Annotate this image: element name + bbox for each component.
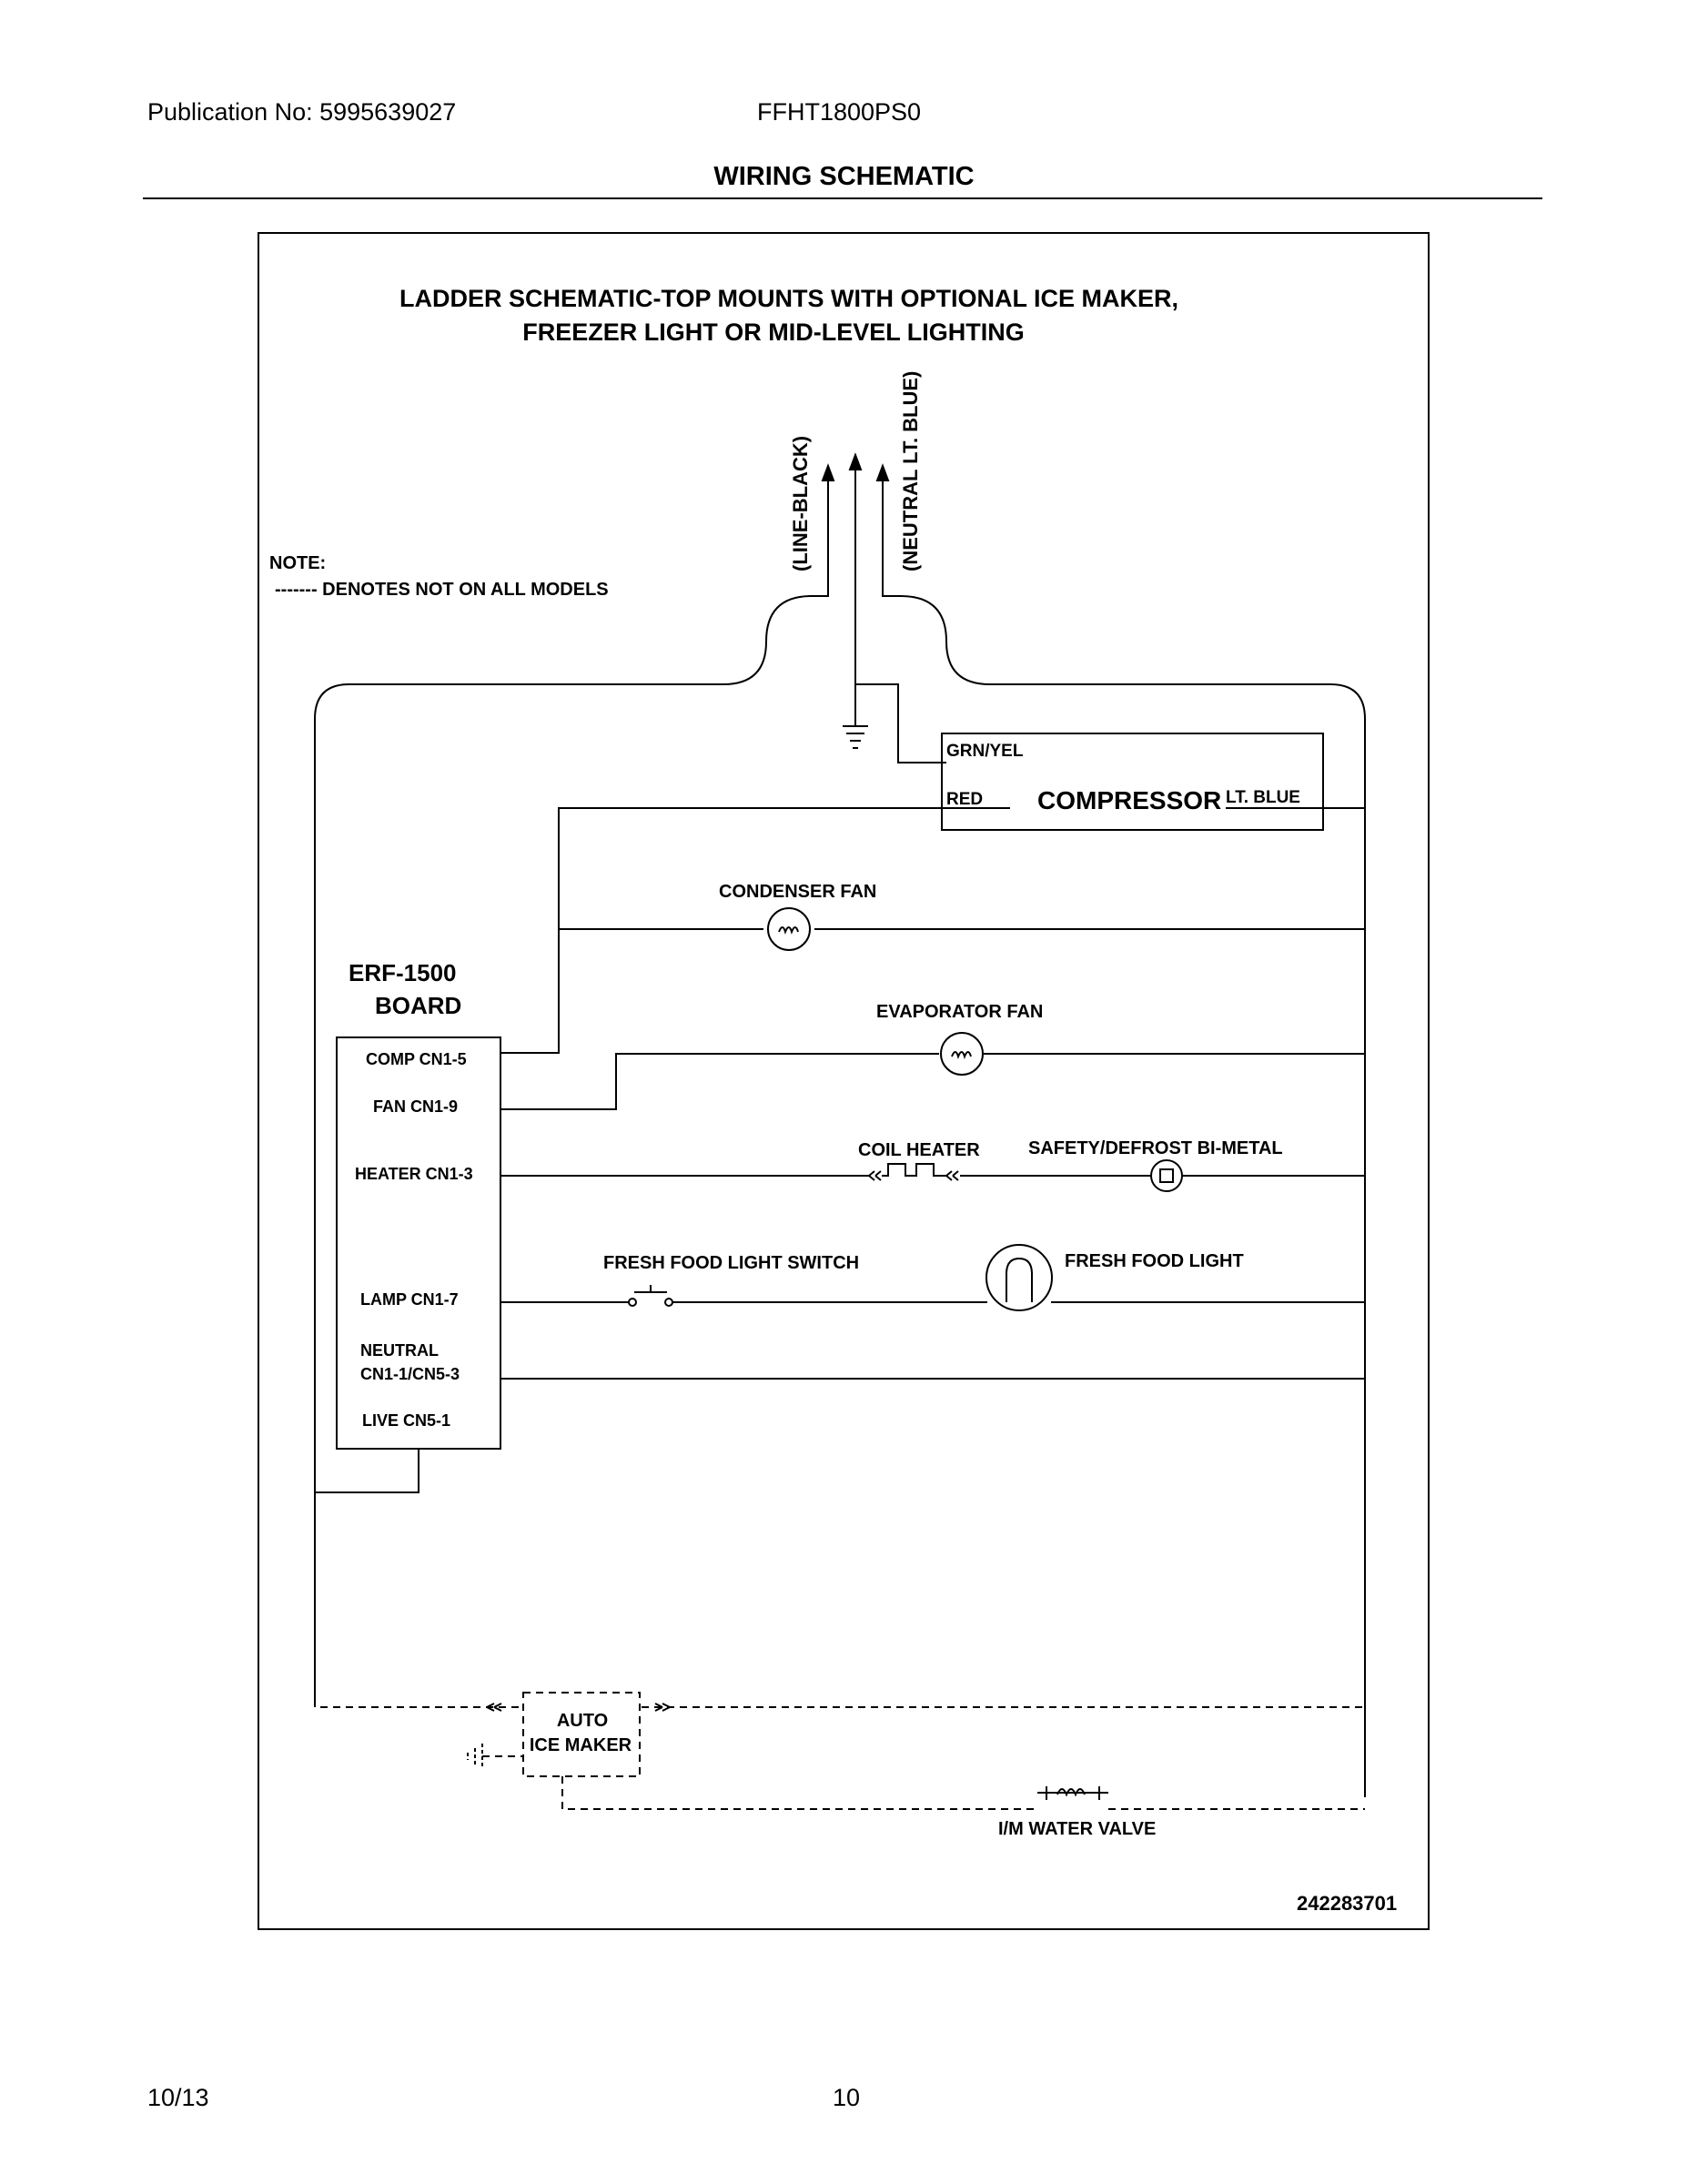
fresh-food-light-symbol <box>986 1244 1053 1311</box>
live-wire <box>315 1449 419 1493</box>
red-label: RED <box>946 790 983 809</box>
light-switch-symbol <box>628 1298 637 1307</box>
grn-yel-label: GRN/YEL <box>946 742 1024 761</box>
page-title: WIRING SCHEMATIC <box>713 162 975 191</box>
grn-yel-wire <box>855 683 946 763</box>
board-name-line2: BOARD <box>375 992 461 1019</box>
pin-lamp: LAMP CN1-7 <box>360 1290 459 1309</box>
note-label: NOTE: <box>269 553 326 573</box>
pin-heater: HEATER CN1-3 <box>355 1165 473 1183</box>
note-text: ------- DENOTES NOT ON ALL MODELS <box>275 580 609 600</box>
ice-maker-box <box>522 1692 641 1777</box>
diagram-heading-line2: FREEZER LIGHT OR MID-LEVEL LIGHTING <box>522 318 1025 346</box>
condenser-fan-symbol <box>767 907 811 951</box>
water-valve-label: I/M WATER VALVE <box>998 1819 1156 1839</box>
bimetal-symbol <box>1150 1159 1183 1192</box>
evaporator-fan-symbol <box>940 1032 984 1076</box>
part-number: 242283701 <box>1297 1892 1397 1915</box>
comp-wire <box>500 807 946 1054</box>
supply-arrows <box>821 452 890 481</box>
line-black-label: (LINE-BLACK) <box>789 436 812 571</box>
pin-comp: COMP CN1-5 <box>366 1050 467 1068</box>
compressor-label: COMPRESSOR <box>1037 786 1221 814</box>
coil-heater-symbol <box>882 1163 946 1177</box>
light-switch-label: FRESH FOOD LIGHT SWITCH <box>603 1253 859 1273</box>
coil-heater-label: COIL HEATER <box>858 1140 980 1160</box>
compressor-box <box>941 733 1324 831</box>
water-valve-wire-left <box>561 1776 1037 1810</box>
ice-maker-label-line1: AUTO <box>557 1711 608 1731</box>
ground-symbol <box>843 725 868 749</box>
pin-neutral-line1: NEUTRAL <box>360 1341 439 1360</box>
water-valve-symbol <box>1037 1786 1108 1800</box>
title-rule <box>143 197 1542 199</box>
ltblue-label: LT. BLUE <box>1226 788 1300 807</box>
condenser-fan-label: CONDENSER FAN <box>719 882 876 902</box>
board-name-line1: ERF-1500 <box>349 959 457 986</box>
fan-wire <box>500 1053 939 1110</box>
pin-live: LIVE CN5-1 <box>362 1411 450 1430</box>
diagram-frame <box>258 232 1430 1930</box>
neutral-rail-wire <box>882 466 1366 1797</box>
pin-neutral-line2: CN1-1/CN5-3 <box>360 1365 460 1383</box>
publication-number: Publication No: 5995639027 <box>147 98 457 126</box>
model-number: FFHT1800PS0 <box>757 98 922 126</box>
fresh-food-light-label: FRESH FOOD LIGHT <box>1065 1251 1244 1271</box>
ice-maker-wire-left <box>314 1700 523 1708</box>
evaporator-fan-label: EVAPORATOR FAN <box>876 1002 1043 1022</box>
footer-date: 10/13 <box>147 2084 209 2111</box>
footer-page-number: 10 <box>833 2084 861 2111</box>
ice-maker-label-line2: ICE MAKER <box>530 1735 632 1755</box>
bimetal-label: SAFETY/DEFROST BI-METAL <box>1028 1138 1283 1158</box>
line-rail-wire <box>314 466 829 1700</box>
pin-fan: FAN CN1-9 <box>373 1097 458 1116</box>
diagram-heading-line1: LADDER SCHEMATIC-TOP MOUNTS WITH OPTIONA… <box>399 285 1178 312</box>
neutral-ltblue-label: (NEUTRAL LT. BLUE) <box>899 371 922 571</box>
